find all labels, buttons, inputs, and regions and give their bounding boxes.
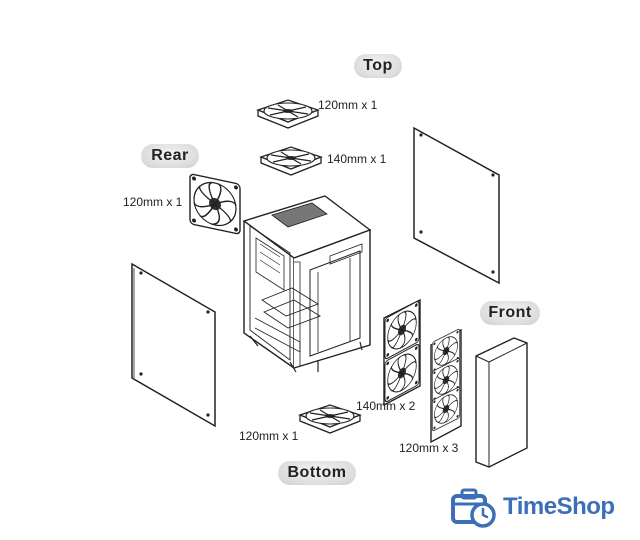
brand-name: TimeShop (503, 493, 615, 520)
top-fan-140-spec: 140mm x 1 (327, 152, 387, 166)
top-fan-120 (257, 99, 319, 129)
rear-fan-120-spec: 120mm x 1 (123, 195, 183, 209)
front-panel (475, 337, 528, 468)
front-fan-120-spec: 120mm x 3 (399, 441, 459, 455)
briefcase-clock-icon (451, 488, 496, 528)
front-fans-120 (430, 328, 462, 444)
front-label: Front (480, 301, 540, 325)
top-fan-140 (260, 146, 322, 176)
top-label: Top (354, 54, 402, 78)
chassis (242, 195, 372, 373)
front-fan-140-spec: 140mm x 2 (356, 399, 416, 413)
bottom-fan-120 (299, 404, 361, 434)
left-side-panel (131, 262, 216, 428)
front-fans-140 (383, 298, 421, 407)
rear-label: Rear (141, 144, 199, 168)
top-fan-120-spec: 120mm x 1 (318, 98, 378, 112)
bottom-fan-120-spec: 120mm x 1 (239, 429, 299, 443)
bottom-label: Bottom (278, 461, 356, 485)
right-side-panel (413, 126, 500, 285)
rear-fan-120 (189, 172, 241, 236)
timeshop-watermark: TimeShop (447, 484, 615, 530)
